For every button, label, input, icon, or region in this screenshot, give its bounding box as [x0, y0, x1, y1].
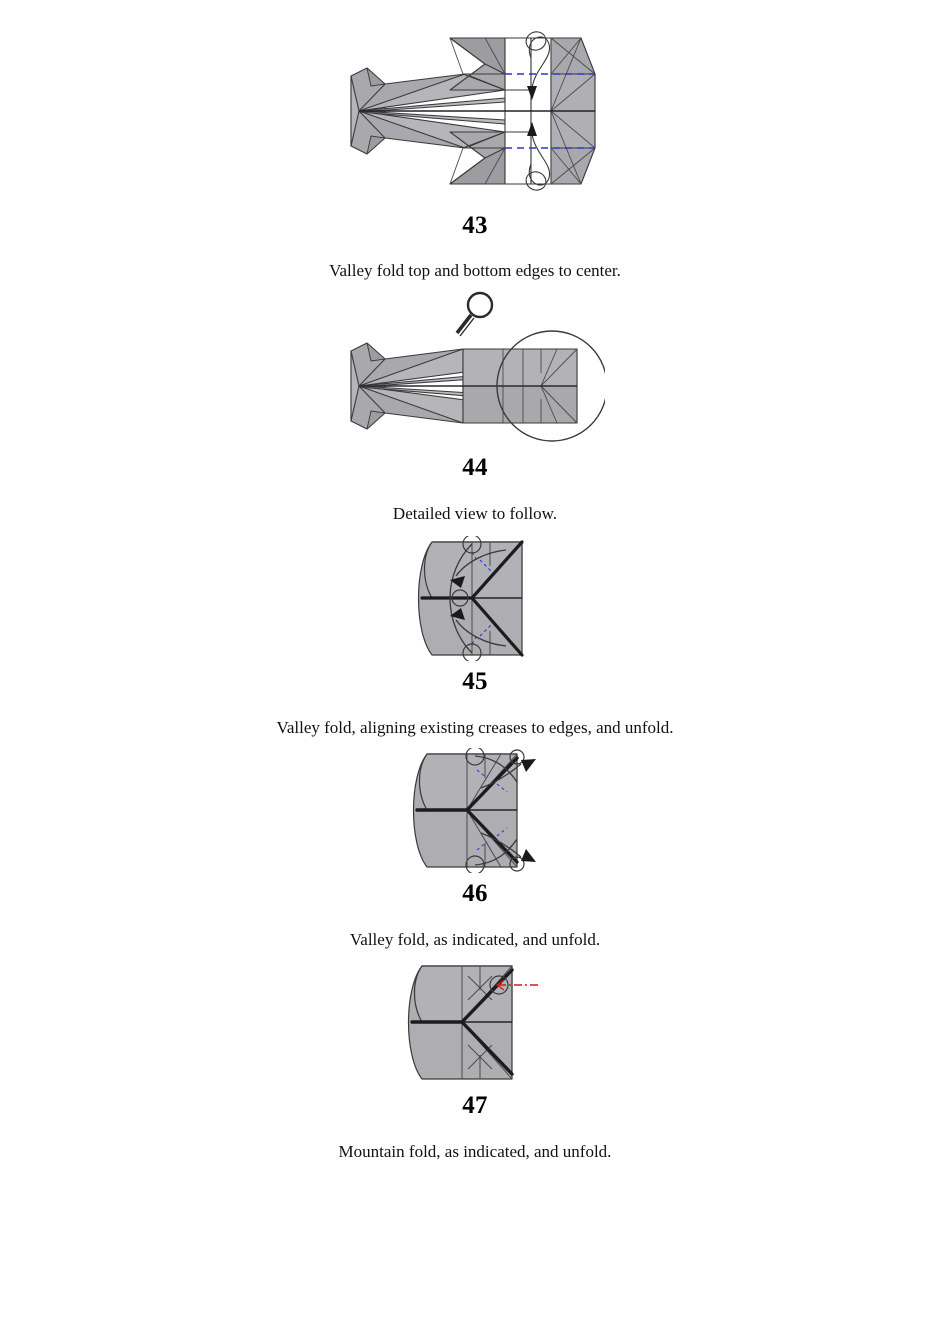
instruction-step-45: 45 Valley fold, aligning existing crease…: [0, 522, 950, 736]
instruction-step-47: 47 Mountain fold, as indicated, and unfo…: [0, 948, 950, 1160]
reference-circles-45: [451, 536, 482, 661]
figure-container-46: [0, 748, 950, 873]
reference-circle-47: [489, 975, 509, 995]
fold-arrows-43: [525, 31, 551, 191]
figure-container-44: [0, 287, 950, 447]
mountain-arrow-head-47: [495, 979, 505, 991]
figure-container-43: [0, 28, 950, 193]
step-number-45: 45: [462, 668, 488, 695]
reference-circles-46: [465, 748, 525, 873]
figure-container-45: [0, 536, 950, 661]
instruction-step-44: 44 Detailed view to follow.: [0, 279, 950, 522]
detail-view-circle: [496, 330, 605, 442]
fold-arrows-46: [474, 755, 522, 866]
instruction-step-46: 46 Valley fold, as indicated, and unfold…: [0, 736, 950, 948]
step-caption-45: Valley fold, aligning existing creases t…: [276, 718, 674, 737]
figure-step-45: [417, 536, 524, 661]
instruction-step-43: 43 Valley fold top and bottom edges to c…: [0, 0, 950, 279]
fold-arrows-45: [449, 543, 507, 654]
figure-step-43: [350, 31, 596, 191]
arrow-heads-46: [521, 759, 536, 862]
step-number-46: 46: [462, 880, 488, 907]
step-number-44: 44: [462, 454, 488, 481]
magnifier-icon: [455, 291, 494, 337]
figure-step-47: [407, 965, 540, 1080]
arrow-heads-45: [450, 576, 465, 620]
valley-fold-lines-46: [476, 769, 508, 851]
valley-fold-lines-45: [471, 551, 493, 645]
step-caption-44: Detailed view to follow.: [392, 504, 558, 523]
step-number-43: 43: [462, 212, 488, 239]
valley-fold-lines-43: [505, 73, 595, 149]
figure-step-46: [412, 748, 536, 873]
step-number-47: 47: [462, 1092, 488, 1119]
step-caption-43: Valley fold top and bottom edges to cent…: [329, 261, 621, 280]
arrow-heads-43: [527, 86, 537, 136]
step-caption-46: Valley fold, as indicated, and unfold.: [349, 930, 601, 949]
figure-step-44: [350, 291, 605, 442]
step-caption-47: Mountain fold, as indicated, and unfold.: [338, 1142, 612, 1161]
figure-container-47: [0, 960, 950, 1085]
